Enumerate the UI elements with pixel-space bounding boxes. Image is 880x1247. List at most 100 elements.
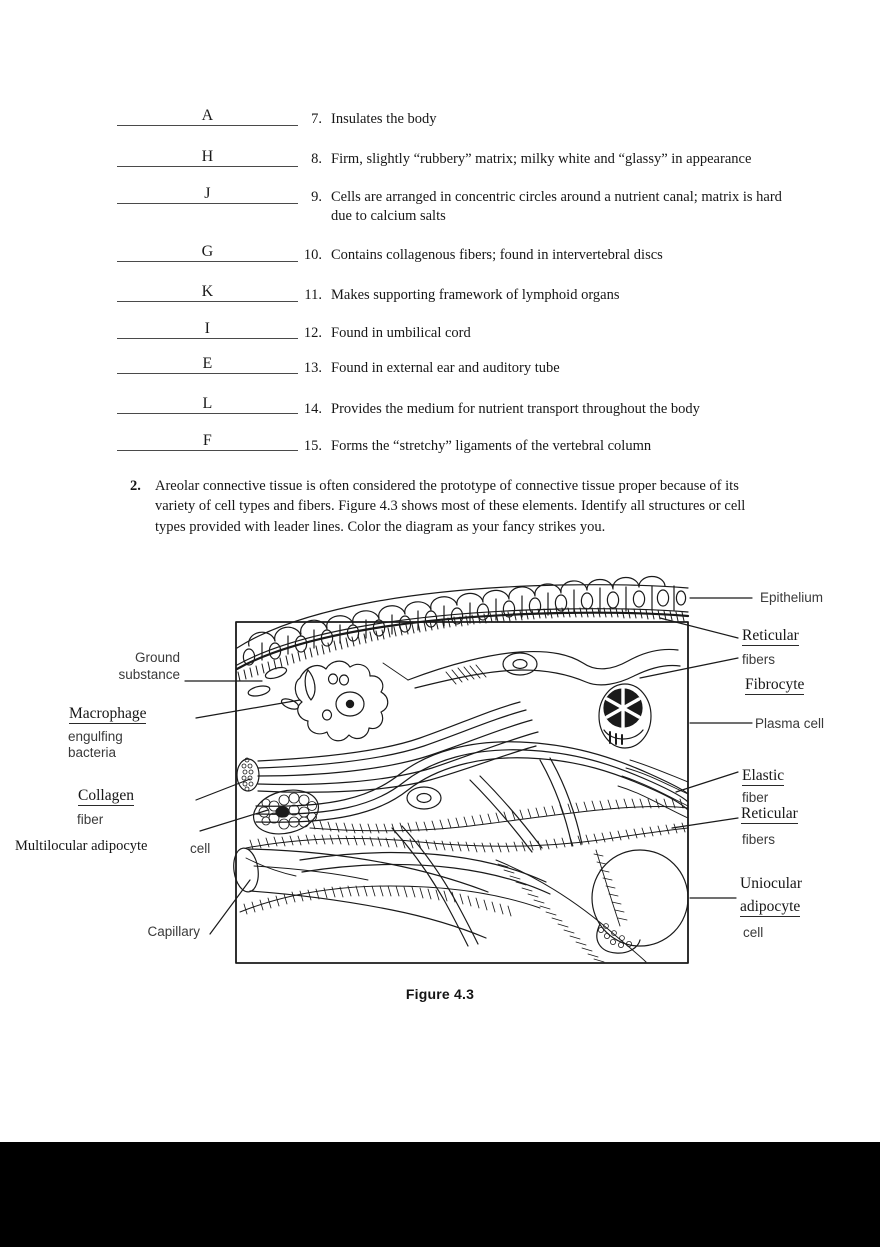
label-reticular-fibers-top: fibers	[742, 652, 776, 667]
macrophage-cell	[294, 660, 389, 742]
leader-collagen-fiber	[195, 778, 251, 801]
blank-rule	[117, 166, 298, 167]
item-text-8: Firm, slightly “rubbery” matrix; milky w…	[331, 151, 752, 167]
answer-blank-13[interactable]: E	[117, 355, 298, 374]
answer-letter-11: K	[201, 283, 214, 300]
figure-4-3: Ground substance Macrophage engulfing ba…	[0, 560, 880, 1020]
item-number-8: 8.	[311, 151, 322, 167]
label-plasma-cell: Plasma cell	[755, 716, 825, 731]
answer-reticular-bottom: Reticular	[741, 805, 798, 824]
answer-multilocular-adipocyte: Multilocular adipocyte	[15, 838, 148, 854]
figure-caption: Figure 4.3	[405, 986, 475, 1002]
leader-capillary	[209, 879, 251, 935]
areolar-tissue-diagram	[184, 575, 753, 964]
item-number-11: 11.	[304, 287, 322, 303]
collagen-strands-lower	[299, 757, 583, 947]
blank-rule	[117, 373, 298, 374]
item-text-12: Found in umbilical cord	[331, 325, 471, 341]
answer-blank-7[interactable]: A	[117, 107, 298, 126]
answer-collagen: Collagen	[78, 787, 134, 806]
diagram-frame	[235, 621, 689, 964]
answer-letter-14: L	[202, 395, 213, 412]
question-two-block: 2. Areolar connective tissue is often co…	[130, 476, 770, 537]
item-number-13: 13.	[303, 360, 322, 376]
leader-fibrocyte	[639, 657, 739, 679]
item-number-15: 15.	[303, 438, 322, 454]
blank-rule	[117, 261, 298, 262]
plasma-cell	[598, 683, 652, 749]
leader-reticular-fibers-top	[659, 617, 739, 639]
blank-rule	[117, 125, 298, 126]
item-text-14: Provides the medium for nutrient transpo…	[331, 401, 700, 417]
label-macrophage-line2: engulfing	[68, 729, 123, 744]
blank-rule	[117, 338, 298, 339]
label-uniocular-cell: cell	[743, 925, 764, 940]
answer-macrophage: Macrophage	[69, 705, 147, 724]
item-number-7: 7.	[311, 111, 322, 127]
vacuole	[327, 673, 339, 685]
item-number-12: 12.	[303, 325, 322, 341]
answer-letter-7: A	[201, 107, 214, 124]
answer-blank-12[interactable]: I	[117, 320, 298, 339]
blank-rule	[117, 450, 298, 451]
fibrocyte-cell	[382, 648, 681, 689]
pseudopod-fold	[304, 669, 316, 701]
answer-letter-15: F	[202, 432, 213, 449]
answer-blank-15[interactable]: F	[117, 432, 298, 451]
label-macrophage-line3: bacteria	[68, 745, 117, 760]
answer-letter-8: H	[201, 148, 214, 165]
question-two-text: Areolar connective tissue is often consi…	[155, 478, 746, 535]
item-text-15: Forms the “stretchy” ligaments of the ve…	[331, 438, 652, 454]
answer-blank-8[interactable]: H	[117, 148, 298, 167]
answer-letter-9: J	[204, 185, 211, 202]
macrophage-nucleolus	[345, 699, 355, 709]
answer-letter-12: I	[204, 320, 211, 337]
label-collagen-line2: fiber	[77, 812, 104, 827]
leader-lines	[184, 597, 753, 935]
multilocular-adipocyte	[252, 789, 320, 835]
item-number-9: 9.	[311, 189, 322, 205]
collagen-fiber-bundle	[236, 701, 539, 793]
unilocular-adipocyte	[591, 849, 689, 954]
leader-elastic-fiber	[675, 771, 739, 793]
label-reticular-fibers-bottom: fibers	[742, 832, 776, 847]
item-text-10: Contains collagenous fibers; found in in…	[331, 247, 663, 263]
item-text-11: Makes supporting framework of lymphoid o…	[331, 287, 620, 303]
leader-reticular-fibers-bottom	[671, 817, 739, 829]
adipocyte-nucleus	[275, 806, 289, 818]
answer-blank-9[interactable]: J	[117, 185, 298, 204]
leader-macrophage	[195, 699, 301, 719]
answer-uniocular-line2: adipocyte	[740, 898, 801, 917]
blank-rule	[117, 301, 298, 302]
capillary-vessel	[233, 847, 489, 939]
vacuole	[321, 709, 333, 721]
label-ground-substance-line2: substance	[118, 667, 180, 682]
answer-letter-13: E	[202, 355, 213, 372]
collagen-cut-end	[236, 758, 260, 792]
adipocyte-rim	[596, 923, 641, 954]
answer-elastic: Elastic	[742, 767, 785, 786]
leader-multilocular-adipocyte	[199, 809, 269, 832]
macrophage-nucleus	[335, 691, 365, 717]
label-capillary: Capillary	[147, 924, 200, 939]
blank-rule	[117, 203, 298, 204]
item-number-10: 10.	[303, 247, 322, 263]
answer-fibrocyte: Fibrocyte	[745, 676, 805, 695]
label-ground-substance-line1: Ground	[134, 650, 180, 665]
label-epithelium: Epithelium	[760, 590, 824, 605]
label-elastic-fiber: fiber	[742, 790, 769, 805]
item-number-14: 14.	[303, 401, 322, 417]
fibrocyte-nucleus	[502, 652, 538, 676]
answer-blank-10[interactable]: G	[117, 243, 298, 262]
fibrocyte-nucleus-lower	[406, 786, 442, 810]
answer-letter-10: G	[201, 243, 214, 260]
bacteria-rods	[247, 666, 300, 710]
answer-blank-14[interactable]: L	[117, 395, 298, 414]
blank-rule	[117, 413, 298, 414]
answer-uniocular-line1: Uniocular	[740, 875, 802, 892]
document-page: A 7. Insulates the body H 8. Firm, sligh…	[0, 107, 880, 1020]
answer-blank-11[interactable]: K	[117, 283, 298, 302]
page-bottom-band	[0, 1142, 880, 1247]
item-text-13: Found in external ear and auditory tube	[331, 360, 560, 376]
basement-membrane	[235, 607, 690, 682]
